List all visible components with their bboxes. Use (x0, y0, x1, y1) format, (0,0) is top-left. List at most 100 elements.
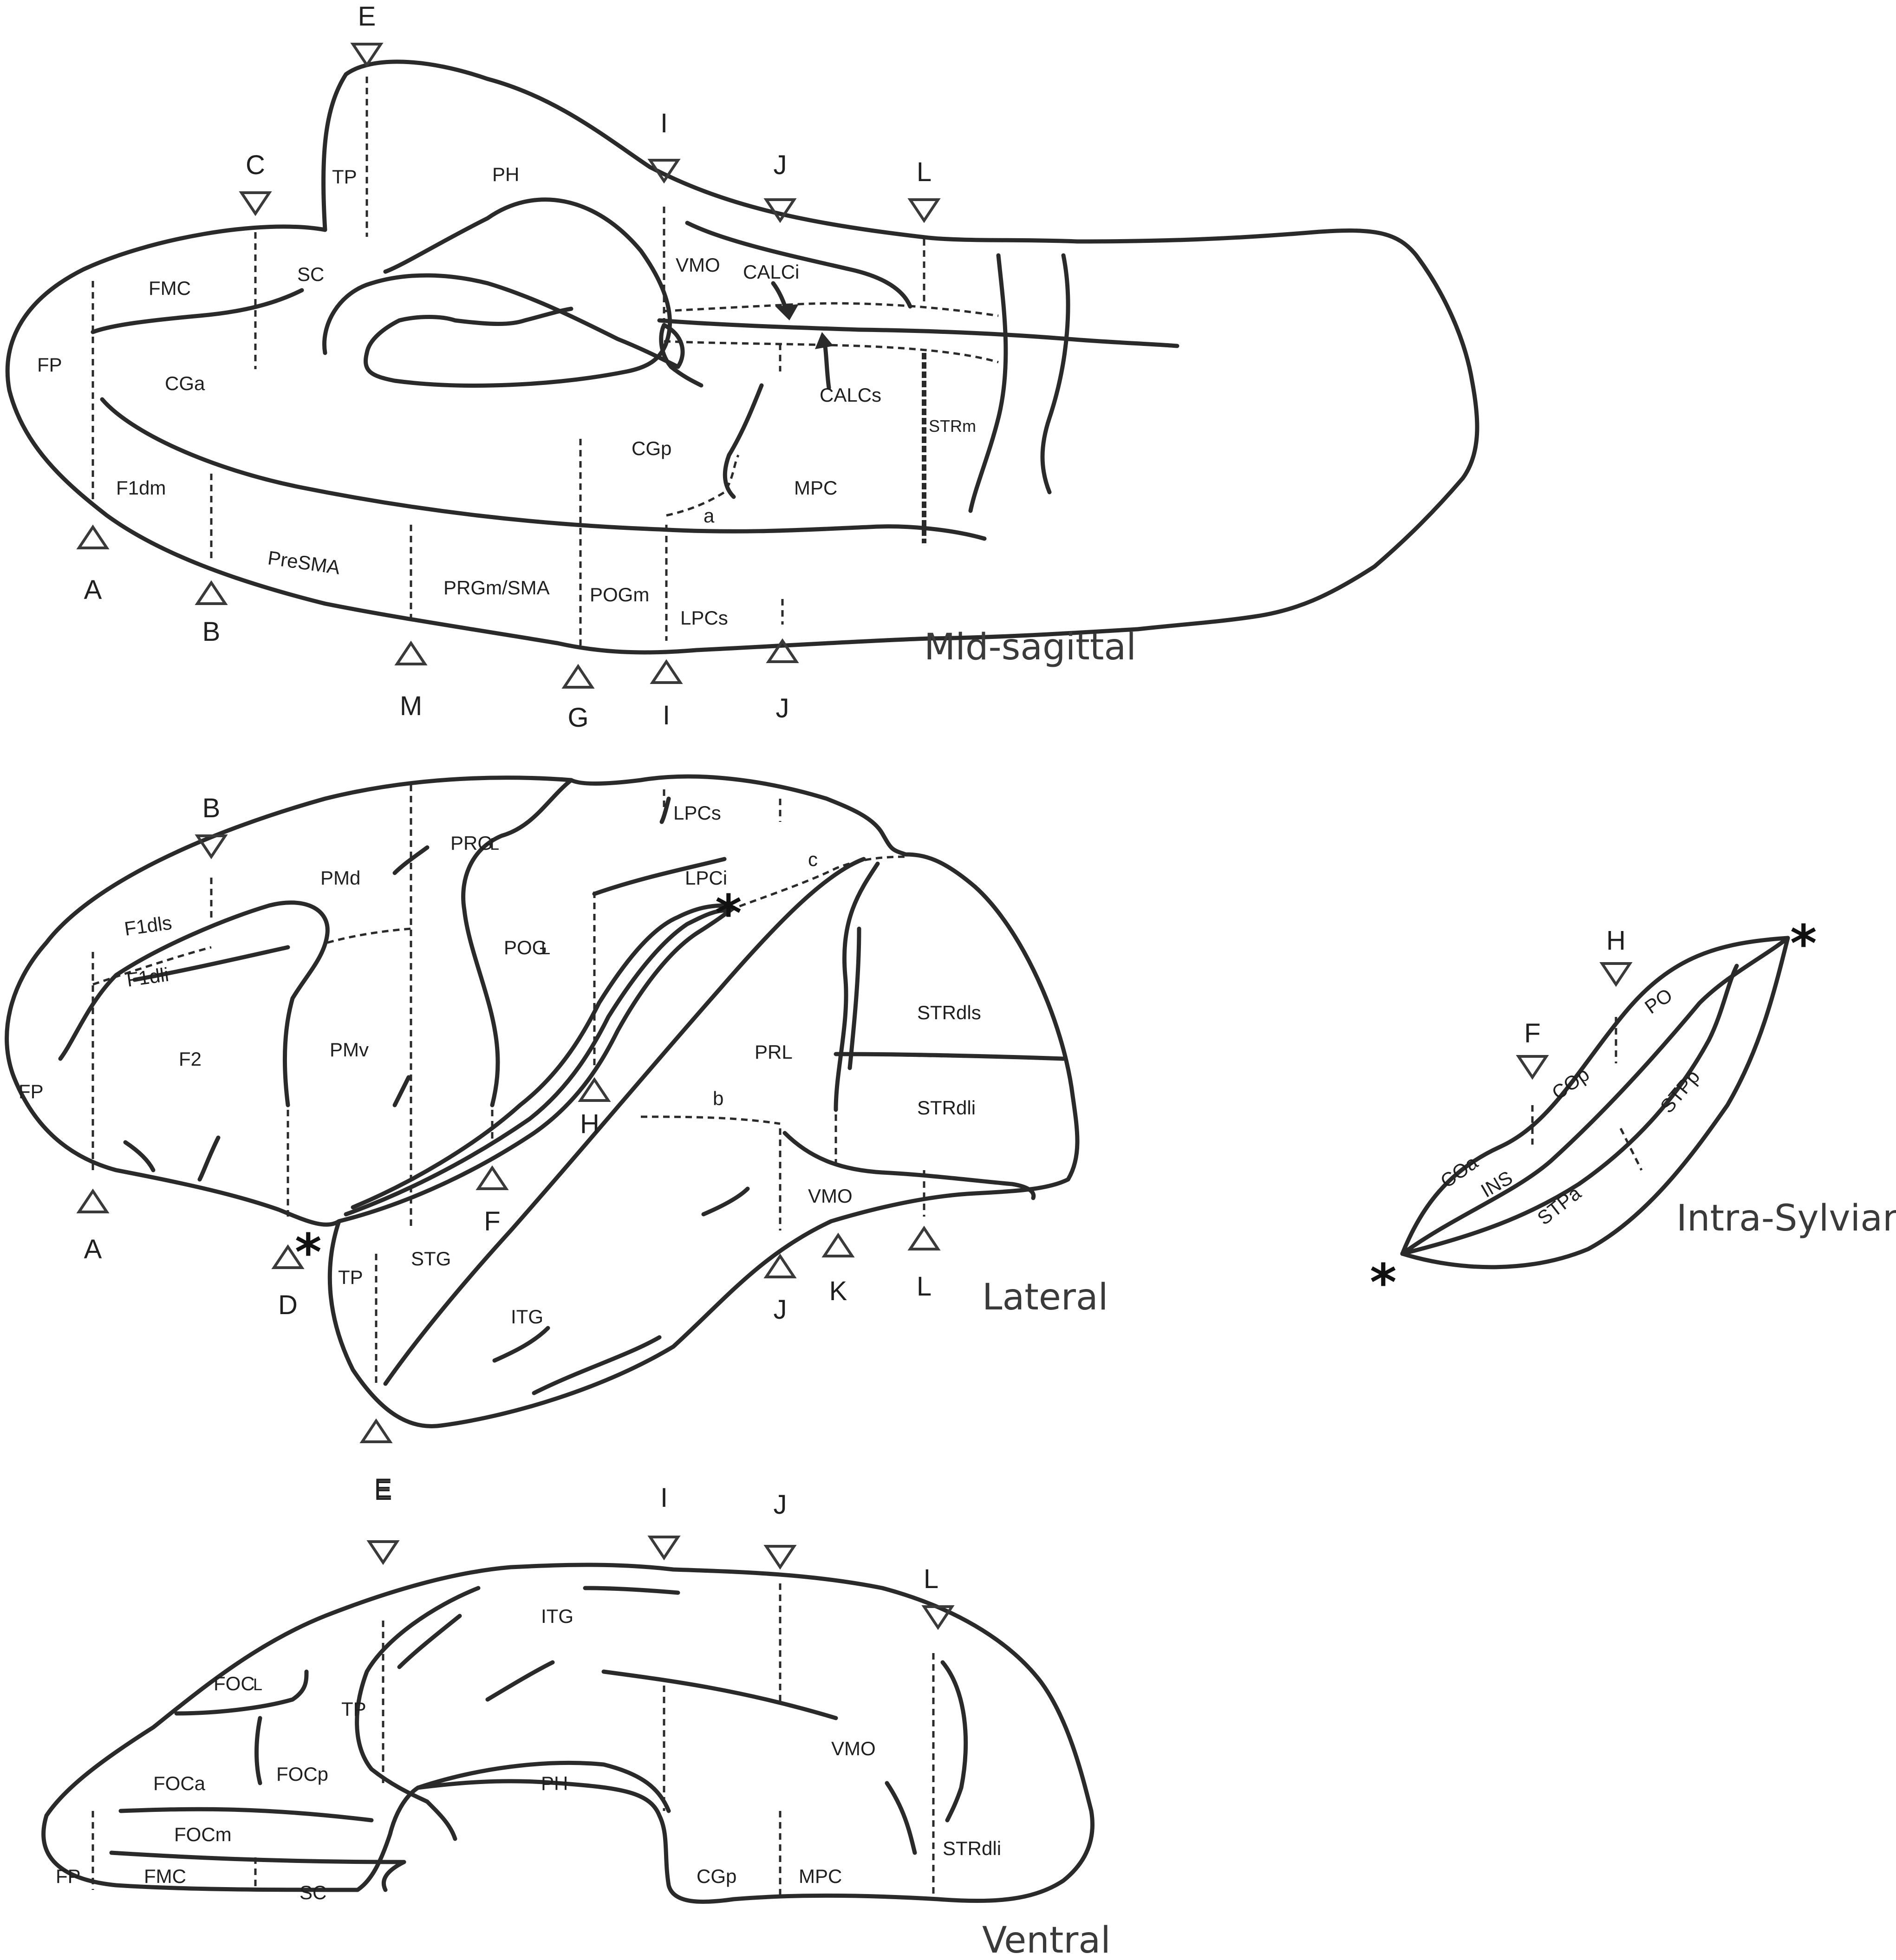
ventral-sc-border (381, 1860, 406, 1892)
ventral-ph-lower (416, 1761, 671, 1813)
mid-region-POGm: POGm (590, 584, 649, 606)
lat-triangle-A (76, 1188, 110, 1213)
ventral-marker-L: L (924, 1564, 938, 1594)
central-sulcus (461, 778, 573, 1107)
subparietal-hook (723, 453, 736, 499)
intra-sylvian-view: * * H F PO COp STPp COa INS STPa Intra-S… (1370, 914, 1896, 1312)
intra-region-COp: COp (1548, 1063, 1593, 1104)
lateral-sulcus-upper-hook (847, 926, 861, 1070)
mid-region-PRGm-SMA: PRGm/SMA (443, 577, 550, 599)
lateral-view-label: Lateral (982, 1276, 1108, 1318)
mid-region-CGp: CGp (632, 437, 671, 459)
lat-region-VMO: VMO (808, 1185, 853, 1207)
lat-triangle-B (195, 834, 228, 860)
intra-region-STPp: STPp (1656, 1066, 1704, 1117)
ventral-foc-split (254, 1716, 262, 1785)
itg-short (492, 1326, 550, 1363)
mid-region-FP: FP (37, 354, 62, 376)
pmd-short (392, 845, 430, 875)
ventral-region-CGp: CGp (697, 1865, 736, 1887)
mid-triangle-I-low (650, 659, 683, 684)
lat-region-PMv: PMv (330, 1039, 369, 1061)
mid-region-PH: PH (492, 163, 519, 185)
principal-sulcus (132, 945, 290, 982)
ventral-region-TP: TP (341, 1698, 366, 1720)
lat-region-ITG: ITG (511, 1306, 543, 1328)
lat-marker-D: D (278, 1290, 298, 1320)
lat-marker-F: F (484, 1206, 500, 1237)
lat-triangle-H (578, 1077, 611, 1102)
mid-region-LPCs: LPCs (680, 607, 728, 629)
lat-marker-E: E (374, 1473, 392, 1504)
lat-region-STRdls: STRdls (917, 1002, 981, 1023)
lat-region-PMd: PMd (320, 867, 360, 889)
mid-region-CGa: CGa (165, 372, 205, 394)
lat-triangle-J (763, 1253, 797, 1278)
mid-triangle-I (647, 159, 681, 184)
ventral-region-SC: SC (300, 1882, 326, 1903)
lat-region-LPCs: LPCs (673, 802, 721, 824)
ventral-region-ITG: ITG (541, 1605, 573, 1627)
mid-triangle-J-low (766, 638, 799, 663)
mid-sagittal-outline (5, 59, 1479, 655)
calci-arrowhead (775, 304, 799, 320)
mid-sagittal-view: E C I J L A B M G I J FP FMC SC TP PH VM… (5, 1, 1479, 733)
ventral-region-MPC: MPC (799, 1865, 842, 1887)
ventral-region-FOCp: FOCp (276, 1763, 328, 1785)
lat-region-PRG-sub: L (490, 834, 499, 853)
lat-triangle-F (476, 1165, 509, 1190)
ventral-triangle-E (366, 1540, 400, 1565)
ventral-str-sulcus (940, 1660, 968, 1823)
mid-triangle-J (763, 198, 797, 223)
lat-dash-c (729, 855, 906, 912)
ventral-region-FOC: FOC (214, 1673, 255, 1694)
lat-triangle-K (821, 1232, 855, 1257)
mid-region-FMC: FMC (149, 277, 191, 299)
lat-asterisk-lower: * (295, 1223, 322, 1282)
ventral-region-FMC: FMC (144, 1865, 186, 1887)
ventral-ph-border (425, 1799, 457, 1841)
mid-triangle-E (350, 43, 384, 68)
mid-dash-a (666, 454, 740, 517)
lat-dash-PMd (327, 927, 411, 944)
mid-region-STRm: STRm (929, 417, 976, 436)
corpus-callosum-inner (364, 197, 672, 388)
lat-region-STG: STG (411, 1248, 451, 1270)
intra-region-STPa: STPa (1533, 1182, 1585, 1229)
lat-region-STRdli: STRdli (917, 1097, 976, 1119)
lat-marker-L: L (917, 1271, 932, 1302)
ventral-marker-J: J (774, 1490, 787, 1520)
mid-region-PreSMA: PreSMA (267, 547, 341, 578)
mid-region-TP: TP (332, 166, 357, 188)
ventral-triangle-I (647, 1536, 681, 1561)
sts-ventral-short (701, 1186, 750, 1217)
lat-region-PRG: PRG (450, 832, 493, 854)
ventral-lip-a (123, 1140, 156, 1172)
lat-region-b: b (713, 1087, 723, 1109)
intra-sylvian-view-label: Intra-Sylvian (1676, 1198, 1896, 1239)
ventral-tp-border (355, 1586, 481, 1804)
ventral-itg-lower (485, 1660, 555, 1702)
ventral-region-FOC-sub: L (253, 1675, 262, 1694)
str-medial-border (1040, 253, 1070, 495)
ventral-region-STRdli: STRdli (943, 1837, 1001, 1859)
lat-marker-K: K (829, 1276, 847, 1306)
mid-triangle-C (239, 191, 272, 216)
lateral-outline (5, 774, 1080, 1428)
cingulate-sulcus-upper (91, 288, 304, 334)
ventral-focm-lower (109, 1850, 406, 1864)
lateral-view: * * B A D H F J K L E PMd PRG L LPCs c L… (5, 774, 1108, 1504)
mid-triangle-A (76, 524, 110, 549)
mid-dash-calc-upper (664, 302, 999, 317)
sts-ventral-lower (532, 1335, 662, 1395)
intra-triangle-H (1599, 962, 1633, 987)
ventral-marker-I: I (660, 1483, 668, 1513)
lat-region-PRL: PRL (755, 1041, 793, 1063)
superior-temporal-sulcus (383, 857, 866, 1386)
lat-asterisk-upper: * (715, 884, 742, 943)
ventral-region-PH: PH (541, 1772, 568, 1794)
calcarine-upper (685, 221, 912, 309)
mid-region-CALCi: CALCi (743, 261, 799, 283)
mid-region-a: a (704, 505, 715, 527)
